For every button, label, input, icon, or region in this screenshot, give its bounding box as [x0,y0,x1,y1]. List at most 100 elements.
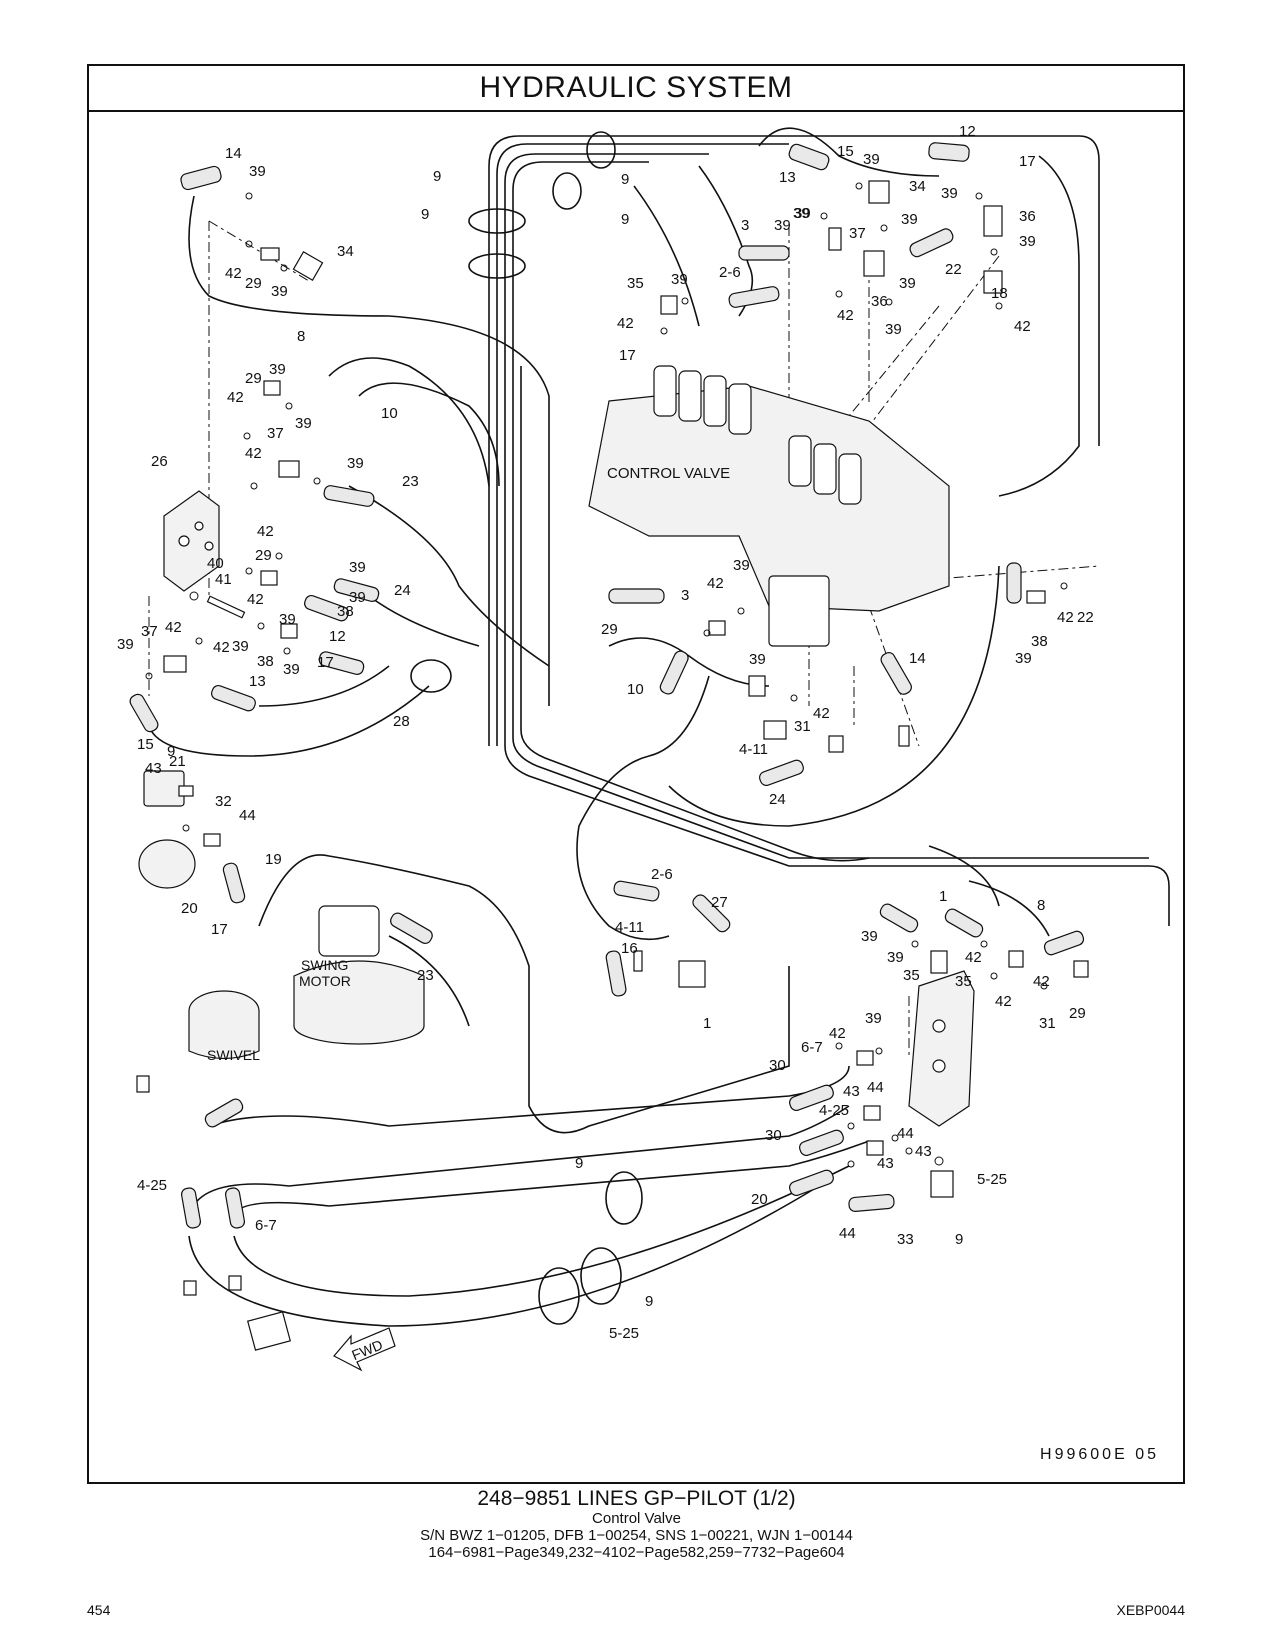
callout-9: 9 [433,168,441,185]
callout-24: 24 [769,791,786,808]
callout-29: 29 [1069,1005,1086,1022]
callout-42: 42 [837,307,854,324]
callout-39: 39 [774,217,791,234]
callout-18: 18 [991,285,1008,302]
callout-34: 34 [337,243,354,260]
callout-43: 43 [877,1155,894,1172]
swivel: SWIVEL [188,990,260,1063]
callout-32: 32 [215,793,232,810]
callout-9: 9 [645,1293,653,1310]
callout-44: 44 [867,1079,884,1096]
callout-39: 39 [283,661,300,678]
callout-42: 42 [245,445,262,462]
callout-30: 30 [769,1057,786,1074]
callout-9: 9 [621,171,629,188]
callout-27: 27 [711,894,728,911]
callout-35: 35 [627,275,644,292]
callout-29: 29 [245,275,262,292]
left-hoses [148,195,870,1327]
callout-17: 17 [1019,153,1036,170]
callout-39: 39 [863,151,880,168]
accumulator [138,770,196,889]
callout-31: 31 [1039,1015,1056,1032]
page-number: 454 [87,1602,111,1618]
callout-39: 39 [1019,233,1036,250]
callout-21: 21 [169,753,186,770]
callout-28: 28 [393,713,410,730]
callout-39: 39 [1015,650,1032,667]
callout-43: 43 [843,1083,860,1100]
callout-39: 39 [865,1010,882,1027]
callout-13: 13 [249,673,266,690]
callout-39: 39 [349,559,366,576]
callout-41: 41 [215,571,232,588]
callout-14: 14 [909,650,926,667]
hose-fittings [129,142,1085,1229]
callout-22: 22 [945,261,962,278]
callout-20: 20 [181,900,198,917]
callout-42: 42 [995,993,1012,1010]
callout-23: 23 [402,473,419,490]
callout-39: 39 [793,205,810,222]
callout-1: 1 [703,1015,711,1032]
callout-44: 44 [839,1225,856,1242]
callout-39: 39 [232,638,249,655]
callout-39: 39 [861,928,878,945]
callout-6-7: 6-7 [801,1039,823,1056]
callout-9: 9 [167,743,175,760]
callout-17: 17 [211,921,228,938]
callout-9: 9 [955,1231,963,1248]
document-code: XEBP0044 [1116,1602,1186,1618]
callout-8: 8 [297,328,305,345]
caption-references: 164−6981−Page349,232−4102−Page582,259−77… [428,1544,845,1561]
callout-42: 42 [813,705,830,722]
callout-42: 42 [227,389,244,406]
callout-3: 3 [681,587,689,604]
swing-motor: SWING MOTOR [293,905,425,1045]
callout-39: 39 [671,271,688,288]
callout-13: 13 [779,169,796,186]
callout-10: 10 [381,405,398,422]
callout-39: 39 [941,185,958,202]
manifold-block [163,490,220,592]
callout-35: 35 [903,967,920,984]
callout-42: 42 [1014,318,1031,335]
callout-42: 42 [965,949,982,966]
callout-39: 39 [749,651,766,668]
callout-4-25: 4-25 [137,1177,167,1194]
callout-5-25: 5-25 [609,1325,639,1342]
callout-29: 29 [245,370,262,387]
callout-30: 30 [765,1127,782,1144]
drawing-code: H99600E 05 [1040,1446,1159,1463]
caption-serials: S/N BWZ 1−01205, DFB 1−00254, SNS 1−0022… [420,1527,853,1544]
callout-4-11: 4-11 [739,741,768,758]
callout-9: 9 [621,211,629,228]
callout-39: 39 [269,361,286,378]
callout-33: 33 [897,1231,914,1248]
callout-42: 42 [617,315,634,332]
callout-39: 39 [733,557,750,574]
callout-44: 44 [239,807,256,824]
callout-42: 42 [165,619,182,636]
callout-38: 38 [1031,633,1048,650]
callout-42: 42 [707,575,724,592]
callout-20: 20 [751,1191,768,1208]
callout-10: 10 [627,681,644,698]
callout-39: 39 [117,636,134,653]
callout-39: 39 [885,321,902,338]
callout-17: 17 [619,347,636,364]
callout-15: 15 [137,736,154,753]
callout-14: 14 [225,145,242,162]
fwd-arrow: FWD [333,1327,396,1372]
swing-motor-label-2: MOTOR [299,973,351,989]
callout-39: 39 [249,163,266,180]
callout-9: 9 [575,1155,583,1172]
callout-39: 39 [901,211,918,228]
callout-29: 29 [255,547,272,564]
callout-34: 34 [909,178,926,195]
callout-29: 29 [601,621,618,638]
hydraulic-diagram: CONTROL VALVE SWING MOTOR SWIVEL [117,123,1170,1372]
callout-42: 42 [225,265,242,282]
callout-15: 15 [837,143,854,160]
callout-37: 37 [141,623,158,640]
